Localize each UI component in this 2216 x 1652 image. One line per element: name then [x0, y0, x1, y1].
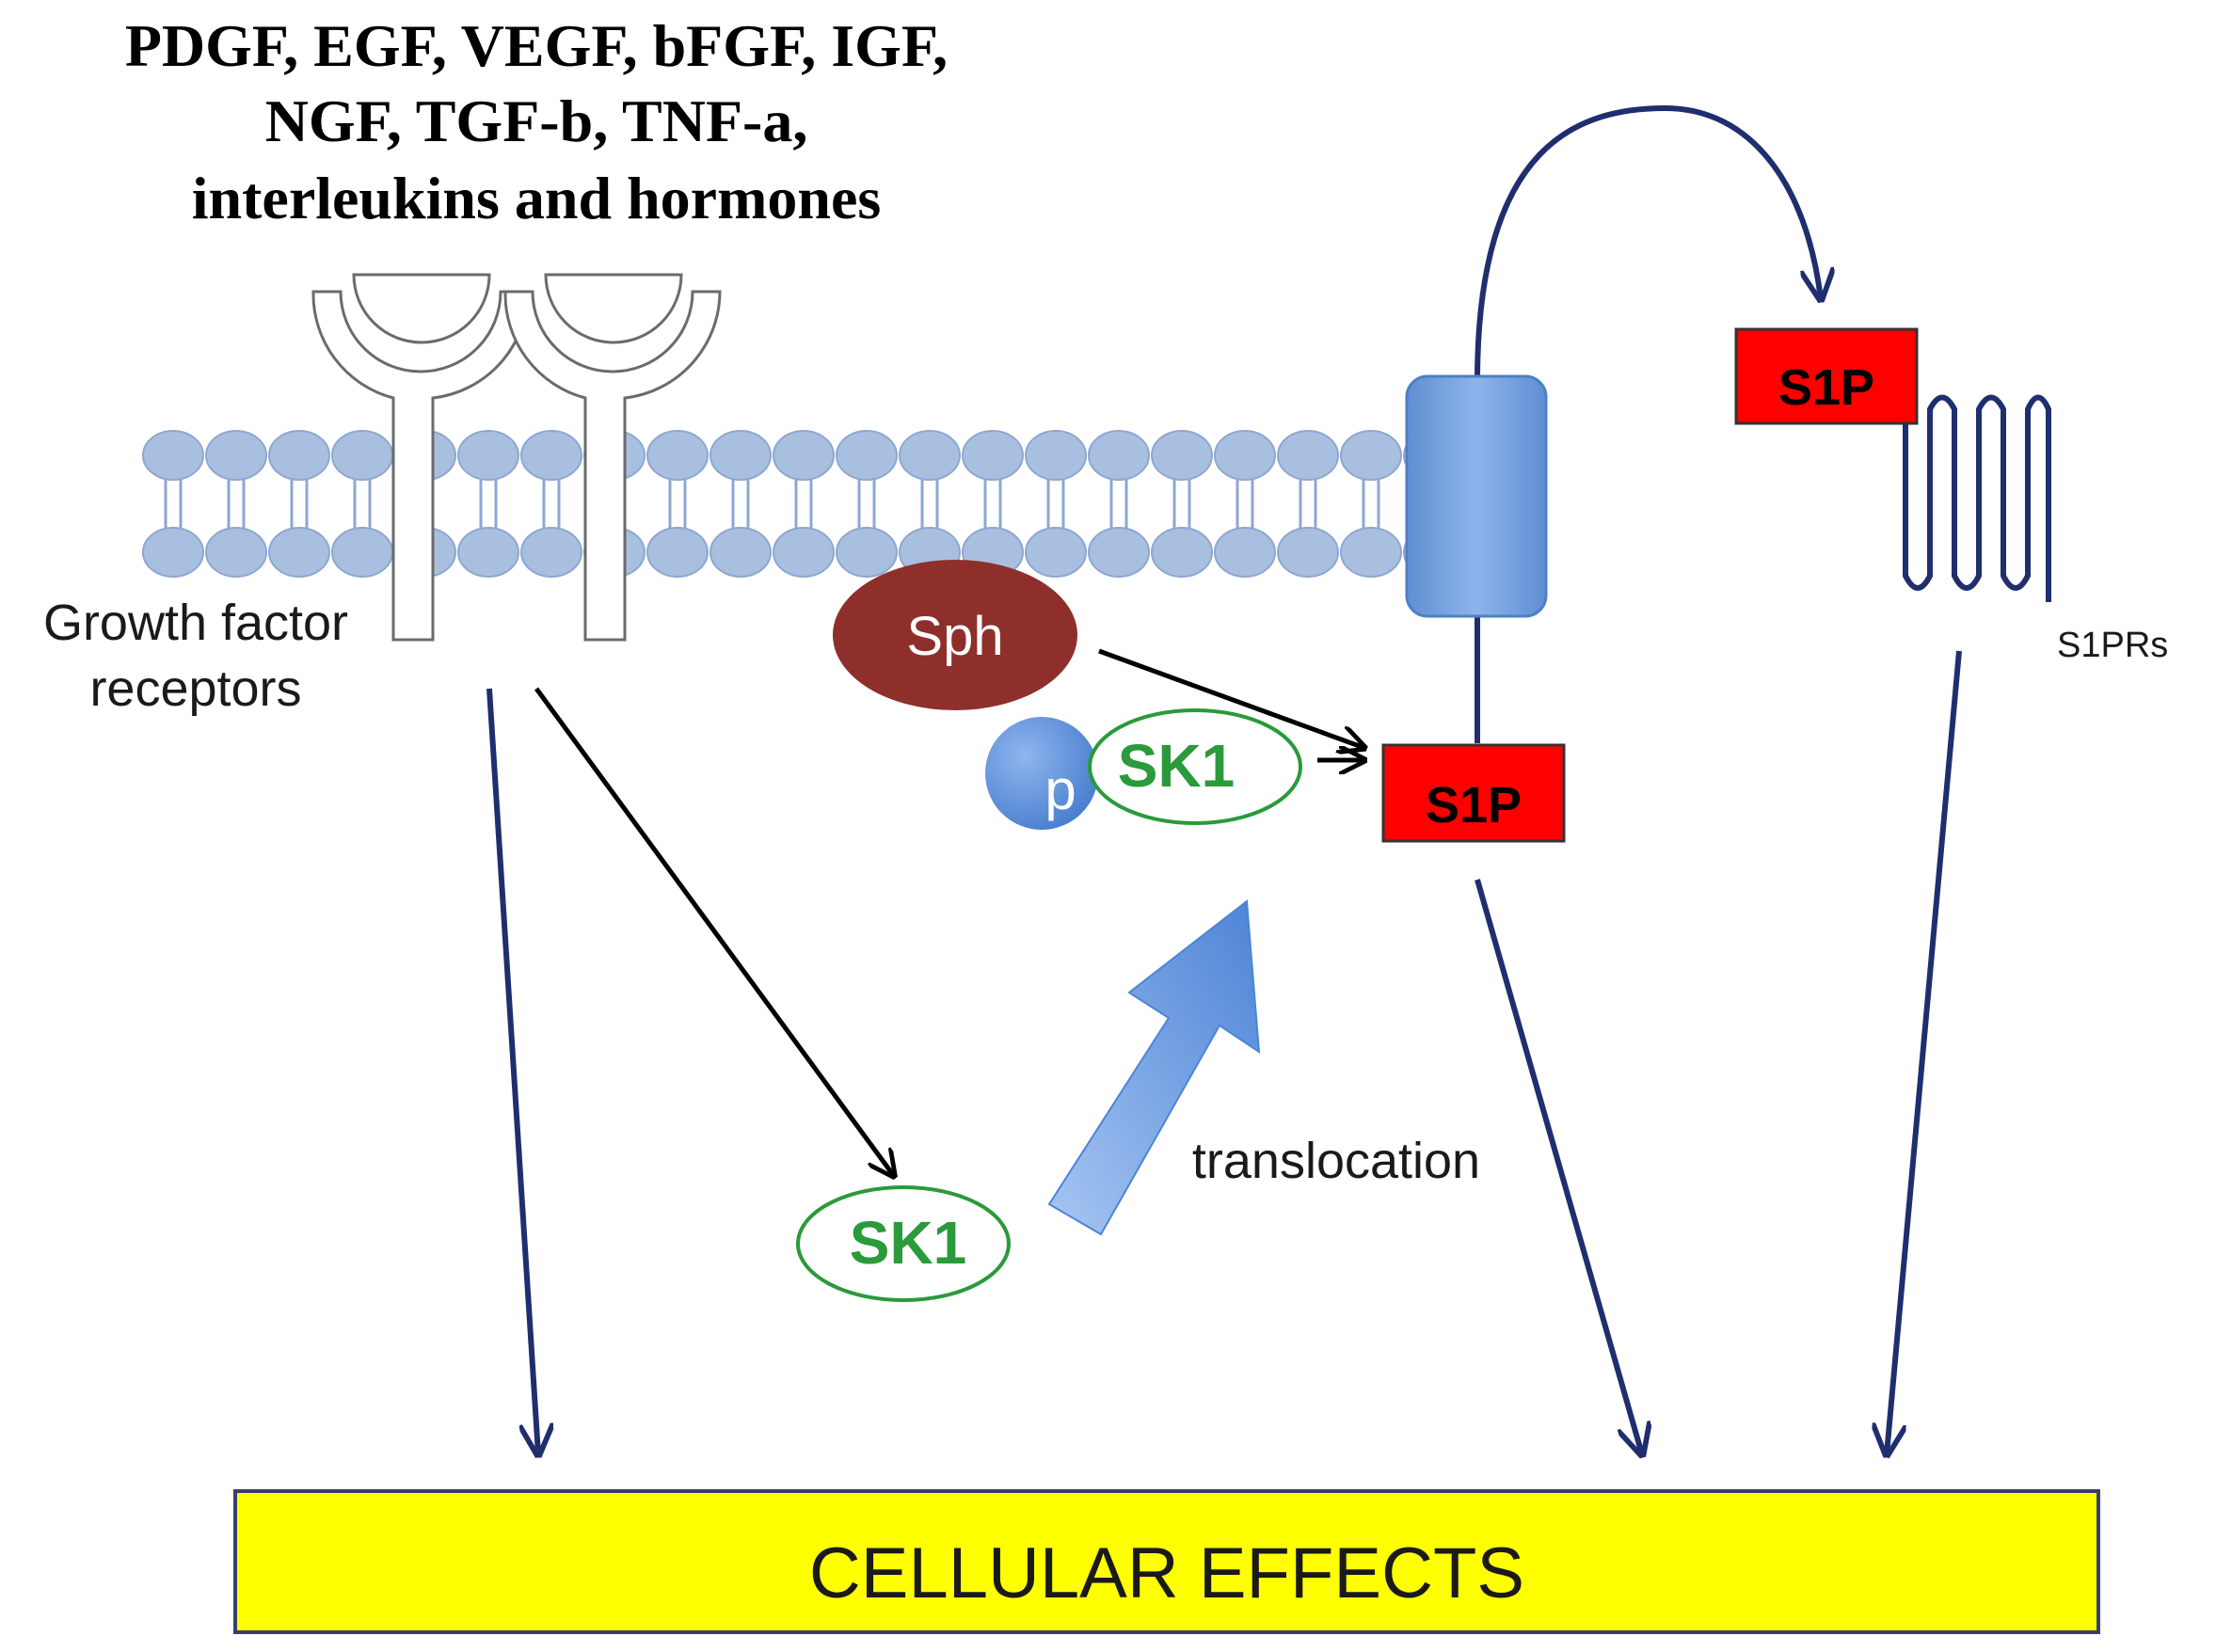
lipid-head	[1277, 430, 1339, 481]
sk1-membrane-bound	[1088, 708, 1302, 825]
cellular-effects-label: CELLULAR EFFECTS	[809, 1533, 1524, 1613]
lipid-head	[268, 430, 330, 481]
sph-label: Sph	[906, 606, 1003, 667]
translocation-label: translocation	[1192, 1133, 1480, 1189]
lipid-head	[1340, 430, 1402, 481]
s1prs-to-effects-arrow	[1887, 650, 1962, 1454]
lipid-head	[457, 527, 519, 578]
s1p-export-curve	[1475, 104, 1821, 382]
lipid-head	[1277, 527, 1339, 578]
lipid-head	[1025, 430, 1087, 481]
ligand-line-1: PDGF, EGF, VEGF, bFGF, IGF,	[125, 12, 948, 79]
receptor-label-line-1: Growth factor	[43, 595, 348, 651]
s1prs-label: S1PRs	[2057, 626, 2168, 665]
s1p-to-effects-arrow	[1475, 879, 1642, 1454]
lipid-head	[268, 527, 330, 578]
lipid-head	[205, 527, 267, 578]
lipid-head	[899, 430, 961, 481]
lipid-head	[962, 430, 1024, 481]
lipid-head	[1214, 430, 1276, 481]
ligand-line-3: interleukins and hormones	[192, 165, 882, 231]
s1p-intracellular-box	[1381, 743, 1566, 843]
lipid-head	[142, 430, 204, 481]
lipid-head	[646, 430, 709, 481]
lipid-head	[1025, 527, 1087, 578]
lipid-head	[836, 527, 898, 578]
s1p-extracellular-label: S1P	[1778, 359, 1874, 416]
phosphate-label: p	[1044, 758, 1076, 821]
lipid-bilayer-membrane	[142, 430, 1465, 578]
lipid-head	[142, 527, 204, 578]
lipid-head	[836, 430, 898, 481]
receptor-to-effects-arrow	[486, 688, 538, 1454]
s1pr-receptor	[1873, 394, 2051, 602]
lipid-head	[709, 430, 772, 481]
lipid-head	[773, 430, 835, 481]
lipid-head	[709, 527, 772, 578]
cellular-effects-box	[233, 1489, 2100, 1634]
ligand-list: PDGF, EGF, VEGF, bFGF, IGF, NGF, TGF-b, …	[125, 12, 948, 231]
lipid-head	[331, 527, 393, 578]
lipid-head	[1214, 527, 1276, 578]
phosphate-p	[985, 717, 1098, 830]
lipid-head	[1151, 527, 1213, 578]
sk1-cytosolic-label: SK1	[850, 1209, 967, 1277]
lipid-head	[457, 430, 519, 481]
lipid-head	[520, 527, 582, 578]
lipid-head	[1340, 527, 1402, 578]
growth-factor-receptors	[311, 273, 722, 642]
ligand-2	[544, 273, 683, 344]
s1p-extracellular-box	[1734, 327, 1919, 425]
sk1-cytosolic	[796, 1185, 1011, 1302]
receptor-to-sk1-arrow	[534, 687, 894, 1176]
lipid-head	[520, 430, 582, 481]
lipid-head	[1088, 527, 1150, 578]
translocation-arrow	[1047, 899, 1261, 1236]
lipid-head	[646, 527, 709, 578]
receptor-2	[503, 290, 722, 642]
ligand-line-2: NGF, TGF-b, TNF-a,	[265, 87, 808, 154]
sph-molecule	[833, 560, 1077, 710]
receptor-label-line-2: receptors	[89, 660, 301, 717]
sph-to-s1p-arrow	[1098, 648, 1364, 748]
ligand-1	[352, 273, 491, 344]
s1p-transporter	[1405, 374, 1548, 618]
lipid-head	[331, 430, 393, 481]
s1p-intracellular-label: S1P	[1426, 777, 1522, 834]
lipid-head	[773, 527, 835, 578]
lipid-head	[1088, 430, 1150, 481]
lipid-head	[205, 430, 267, 481]
sk1-membrane-label: SK1	[1118, 732, 1236, 800]
lipid-head	[1151, 430, 1213, 481]
